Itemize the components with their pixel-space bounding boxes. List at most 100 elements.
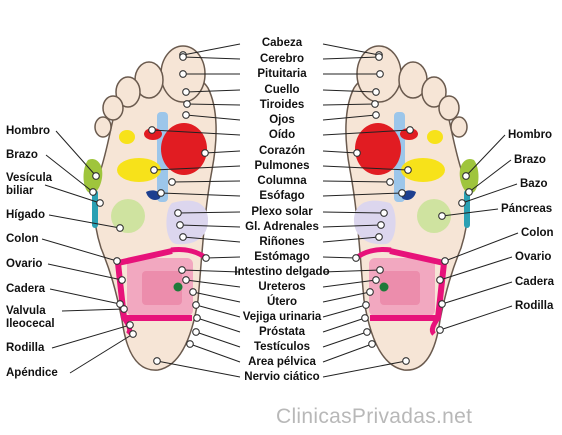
marker-dot-center-2-right (376, 70, 384, 78)
leader-line-right-0 (465, 134, 506, 177)
marker-dots (89, 51, 473, 365)
label-ojos: Ojos (269, 114, 295, 126)
label-cerebro: Cerebro (259, 53, 305, 65)
label-left-biliar: biliar (6, 185, 34, 197)
leader-line-left-4 (41, 238, 118, 262)
label-left-vesicula: Vesícula (6, 172, 53, 184)
marker-dot-center-19-left (193, 314, 201, 322)
marker-dot-center-7-right (353, 149, 361, 157)
label-left-colon: Colon (6, 233, 39, 245)
leader-line-center-11-right (322, 211, 385, 214)
leader-line-center-5-left (185, 114, 241, 121)
leader-line-center-7-right (322, 150, 358, 154)
marker-dot-right-1 (465, 188, 473, 196)
marker-dot-center-1-left (179, 53, 187, 61)
label-pulmones: Pulmones (254, 160, 310, 172)
marker-dot-center-6-left (148, 126, 156, 134)
leader-line-right-5 (439, 256, 513, 281)
watermark-part-1: Clinicas (276, 405, 352, 428)
marker-dot-center-21-right (368, 340, 376, 348)
marker-dot-center-18-right (362, 301, 370, 309)
leader-line-center-11-left (177, 211, 241, 214)
marker-dot-center-14-right (352, 254, 360, 262)
leader-line-center-10-right (322, 192, 403, 197)
leader-line-left-2 (44, 184, 101, 204)
marker-dot-center-8-left (150, 166, 158, 174)
marker-dot-center-16-right (372, 276, 380, 284)
marker-dot-center-9-left (168, 178, 176, 186)
label-left-ileocecal: Ileocecal (6, 318, 55, 330)
label-vejiga-urinaria: Vejiga urinaria (242, 311, 322, 323)
marker-dot-right-5 (436, 276, 444, 284)
marker-dot-center-21-left (186, 340, 194, 348)
marker-dot-center-10-right (398, 189, 406, 197)
leader-line-center-16-left (185, 279, 241, 288)
label-left-rodilla: Rodilla (6, 342, 45, 354)
marker-dot-center-4-left (183, 100, 191, 108)
leader-line-right-1 (468, 159, 512, 193)
marker-dot-center-19-right (361, 314, 369, 322)
leader-line-left-9 (69, 333, 134, 374)
leader-line-right-7 (439, 305, 513, 331)
marker-dot-right-6 (438, 300, 446, 308)
leader-line-center-12-right (322, 224, 382, 228)
label-gl-adrenales: Gl. Adrenales (245, 221, 319, 233)
leader-line-right-2 (461, 183, 518, 204)
leader-line-center-6-right (322, 129, 411, 136)
label-right-bazo: Bazo (520, 178, 548, 190)
marker-dot-right-2 (458, 199, 466, 207)
label-ureteros: Ureteros (258, 281, 306, 293)
label-rinones: Riñones (259, 236, 305, 248)
label-nervio-ciatico: Nervio ciático (244, 371, 320, 383)
label-right-ovario: Ovario (515, 251, 552, 263)
marker-dot-center-12-right (377, 221, 385, 229)
marker-dot-center-17-left (189, 288, 197, 296)
leader-line-center-21-right (322, 343, 373, 363)
label-left-apendice: Apéndice (6, 367, 58, 379)
leader-line-right-3 (441, 208, 499, 217)
leader-line-center-19-left (196, 317, 241, 333)
label-prostata: Próstata (258, 326, 306, 338)
leader-line-center-17-right (322, 291, 371, 303)
marker-dot-left-0 (92, 172, 100, 180)
marker-dot-center-3-right (372, 88, 380, 96)
marker-dot-center-18-left (192, 301, 200, 309)
marker-dot-left-5 (118, 276, 126, 284)
label-right-hombro: Hombro (508, 129, 553, 141)
marker-dot-right-0 (462, 172, 470, 180)
marker-dot-center-11-left (174, 209, 182, 217)
label-cabeza: Cabeza (261, 37, 303, 49)
label-columna: Columna (257, 175, 307, 187)
marker-dot-center-11-right (380, 209, 388, 217)
label-left-brazo: Brazo (6, 149, 38, 161)
marker-dot-center-5-right (372, 111, 380, 119)
marker-dot-center-17-right (366, 288, 374, 296)
marker-dot-left-2 (96, 199, 104, 207)
leader-line-center-16-right (322, 279, 377, 288)
leader-line-center-20-left (195, 331, 241, 348)
label-left-ovario: Ovario (6, 258, 43, 270)
leader-line-center-5-right (322, 114, 377, 121)
marker-dot-center-8-right (404, 166, 412, 174)
marker-dot-center-22-left (153, 357, 161, 365)
label-intestino-delgado: Intestino delgado (234, 266, 330, 278)
marker-dot-center-22-right (402, 357, 410, 365)
leader-line-center-0-left (182, 43, 241, 56)
label-right-rodilla: Rodilla (515, 300, 554, 312)
label-right-brazo: Brazo (514, 154, 546, 166)
label-estomago: Estómago (254, 251, 310, 263)
marker-dot-right-3 (438, 212, 446, 220)
marker-dot-center-9-right (386, 178, 394, 186)
leader-line-center-18-right (322, 304, 367, 318)
label-left-higado: Hígado (6, 209, 45, 221)
leader-line-right-4 (444, 232, 519, 262)
leader-line-left-1 (45, 154, 94, 193)
leader-line-center-8-right (322, 165, 409, 171)
leader-line-center-0-right (322, 43, 380, 56)
leader-line-center-13-left (182, 236, 241, 243)
leader-line-center-10-left (160, 192, 241, 197)
leader-lines (41, 43, 519, 378)
label-left-cadera: Cadera (6, 283, 45, 295)
marker-dot-center-15-left (178, 266, 186, 274)
